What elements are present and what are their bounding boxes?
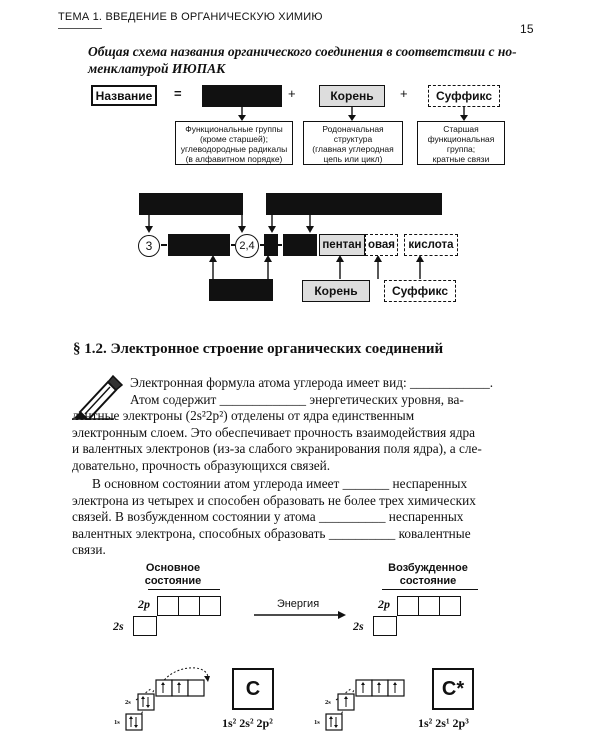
ground-2s-label: 2s: [113, 619, 124, 633]
bottom-right-1s-label: 1s: [314, 719, 320, 726]
bottom-left-2s-label: 2s: [125, 699, 131, 706]
part-pentan: пентан: [319, 234, 365, 256]
equals-sign: =: [174, 86, 182, 101]
desc-parent-structure: Родоначальная структура (главная углерод…: [303, 121, 403, 165]
running-header: ТЕМА 1. ВВЕДЕНИЕ В ОРГАНИЧЕСКУЮ ХИМИЮ: [58, 11, 323, 23]
prefix-box-dark: [202, 85, 282, 107]
ground-2p-cell-3: [199, 596, 221, 616]
paragraph-2: В основном состоянии атом углерода имеет…: [72, 476, 476, 558]
dash-1: [161, 244, 167, 246]
excited-2p-cell-3: [439, 596, 461, 616]
upper-dark-box-right: [266, 193, 442, 215]
example-connectors: [145, 215, 424, 279]
excited-state-label: Возбужденное состояние: [388, 562, 468, 587]
ground-2p-label: 2p: [138, 597, 150, 611]
section-title: § 1.2. Электронное строение органических…: [73, 341, 444, 357]
example-dark-part-2: [264, 234, 278, 256]
ground-label-underline: [148, 589, 220, 590]
example-dark-part-3: [283, 234, 317, 256]
suffix-box: Суффикс: [428, 85, 500, 107]
element-c-ground: C: [232, 668, 274, 710]
ground-state-label: Основное состояние: [144, 562, 202, 587]
excited-2p-cell-1: [397, 596, 419, 616]
example-dark-part-1: [168, 234, 230, 256]
bottom-right-2s-label: 2s: [325, 699, 331, 706]
caption-line-1: Общая схема названия органического соеди…: [88, 44, 517, 59]
bottom-diagram-left: [125, 667, 210, 731]
ground-2p-cell-1: [157, 596, 179, 616]
part-acid: кислота: [404, 234, 458, 256]
suffix-label-box: Суффикс: [384, 280, 456, 302]
upper-dark-box-left: [139, 193, 243, 215]
dash-3: [260, 244, 264, 246]
header-rule: [58, 28, 102, 29]
excited-label-underline: [382, 589, 478, 590]
energy-label: Энергия: [276, 598, 320, 610]
name-box: Название: [91, 85, 157, 106]
excited-2s-cell: [373, 616, 397, 636]
ground-2s-cell: [133, 616, 157, 636]
part-ovaya: овая: [365, 234, 398, 256]
energy-arrow: [254, 611, 346, 619]
ground-2p-cell-2: [178, 596, 200, 616]
root-label-box: Корень: [302, 280, 370, 302]
excited-2s-label: 2s: [353, 619, 364, 633]
bottom-left-1s-label: 1s: [114, 719, 120, 726]
page-number: 15: [520, 22, 534, 36]
paragraph-1: Электронная формула атома углерода имеет…: [72, 375, 494, 473]
desc-functional-groups: Функциональные группы (кроме старшей); у…: [175, 121, 293, 165]
locant-circle-3: 3: [138, 235, 160, 257]
plus-sign-1: +: [288, 86, 296, 101]
desc-senior-group: Старшая функциональная группа; кратные с…: [417, 121, 505, 165]
locant-circle-24: 2,4: [235, 234, 259, 258]
bottom-diagram-right: [325, 679, 405, 731]
dash-2: [231, 244, 235, 246]
excited-2p-label: 2p: [378, 597, 390, 611]
root-box: Корень: [319, 85, 385, 107]
caption-line-2: менклатурой ИЮПАК: [88, 61, 226, 76]
lower-dark-box: [209, 279, 273, 301]
scheme-connectors: [238, 107, 468, 121]
element-c-excited: C*: [432, 668, 474, 710]
plus-sign-2: +: [400, 86, 408, 101]
dash-4: [278, 244, 282, 246]
pencil-icon: [72, 374, 124, 420]
config-ground: 1s² 2s² 2p²: [222, 716, 273, 730]
scheme-caption: Общая схема названия органического соеди…: [88, 43, 528, 77]
config-excited: 1s² 2s¹ 2p³: [418, 716, 469, 730]
excited-2p-cell-2: [418, 596, 440, 616]
